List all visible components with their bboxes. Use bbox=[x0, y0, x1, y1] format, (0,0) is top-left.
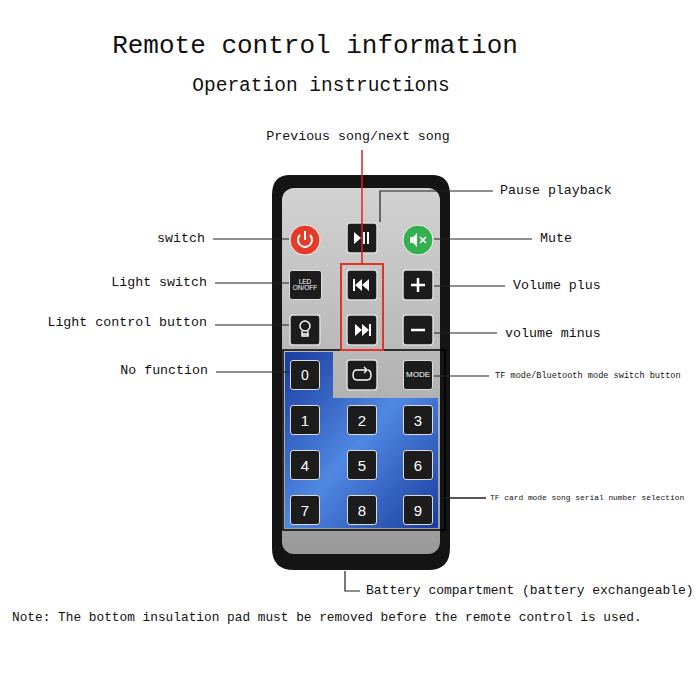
button-key: 1 bbox=[290, 405, 320, 435]
leader-line bbox=[434, 285, 505, 286]
leader-line bbox=[216, 371, 289, 372]
plus-icon bbox=[417, 278, 420, 292]
button-text: 8 bbox=[358, 503, 366, 518]
pause-icon bbox=[367, 232, 369, 244]
light-control-button bbox=[290, 315, 320, 345]
leader-line bbox=[445, 497, 486, 499]
leader-line bbox=[434, 332, 497, 333]
callout-label: Battery compartment (battery exchangeabl… bbox=[366, 583, 694, 599]
button-key: LED ON/OFF bbox=[289, 270, 322, 300]
callout-label: Pause playback bbox=[500, 183, 612, 199]
button-key: 9 bbox=[403, 495, 433, 525]
bulb-icon bbox=[302, 331, 308, 336]
minus-icon bbox=[411, 329, 425, 332]
button-key: 5 bbox=[347, 450, 377, 480]
leader-line bbox=[380, 191, 493, 222]
mute-icon bbox=[420, 237, 426, 243]
previous-icon bbox=[355, 279, 369, 291]
next-icon bbox=[355, 324, 369, 336]
button-text: 4 bbox=[301, 458, 309, 473]
button-key: 2 bbox=[347, 405, 377, 435]
button-key: 8 bbox=[347, 495, 377, 525]
number-pad-frame bbox=[283, 350, 445, 530]
leader-line bbox=[434, 375, 489, 376]
button-text: 3 bbox=[414, 413, 422, 428]
leader-line bbox=[361, 150, 363, 264]
callout-label: Previous song/next song bbox=[266, 129, 450, 145]
mute-icon bbox=[410, 233, 417, 247]
leader-line bbox=[215, 324, 289, 325]
button-text: 9 bbox=[414, 503, 422, 518]
button-text: 0 bbox=[301, 368, 309, 382]
bulb-icon bbox=[300, 321, 310, 331]
callout-label: TF card mode song serial number selectio… bbox=[490, 493, 684, 502]
power-icon bbox=[304, 231, 306, 240]
button-text: 5 bbox=[358, 458, 366, 473]
play-icon bbox=[354, 232, 361, 244]
button-text: 6 bbox=[414, 458, 422, 473]
button-key: 4 bbox=[290, 450, 320, 480]
highlight-frame bbox=[341, 264, 383, 350]
loop-icon bbox=[353, 370, 371, 380]
no-function-button bbox=[347, 360, 377, 390]
mute-button bbox=[403, 225, 433, 255]
callout-label: TF mode/Bluetooth mode switch button bbox=[495, 371, 681, 381]
subtitle: Operation instructions bbox=[192, 75, 449, 98]
volume-plus-button bbox=[403, 270, 433, 300]
button-text: LED ON/OFF bbox=[290, 279, 321, 292]
power-button bbox=[290, 225, 320, 255]
volume-minus-button bbox=[403, 315, 433, 345]
callout-label: volume minus bbox=[505, 326, 601, 342]
number-pad-highlight bbox=[285, 352, 438, 528]
button-key: MODE bbox=[403, 360, 433, 390]
title: Remote control information bbox=[112, 31, 518, 62]
callout-label: Light switch bbox=[111, 275, 207, 291]
button-text: MODE bbox=[406, 371, 430, 379]
button-text: 7 bbox=[301, 503, 309, 518]
loop-icon bbox=[364, 367, 367, 373]
pause-icon bbox=[363, 232, 365, 244]
callout-label: Mute bbox=[540, 231, 572, 247]
leader-line bbox=[345, 571, 360, 591]
button-key: 6 bbox=[403, 450, 433, 480]
remote-body bbox=[272, 175, 450, 570]
leader-line bbox=[215, 282, 289, 283]
button-key: 0 bbox=[290, 360, 320, 390]
callout-label: Volume plus bbox=[513, 278, 601, 294]
callout-label: No function bbox=[120, 363, 208, 379]
remote-face bbox=[282, 188, 440, 554]
button-text: 2 bbox=[358, 413, 366, 428]
callout-label: Light control button bbox=[47, 315, 207, 331]
next-button bbox=[347, 315, 377, 345]
previous-button bbox=[347, 270, 377, 300]
button-key: 7 bbox=[290, 495, 320, 525]
previous-icon bbox=[353, 279, 355, 291]
note: Note: The bottom insulation pad must be … bbox=[12, 610, 642, 625]
leader-line bbox=[213, 238, 289, 239]
next-icon bbox=[369, 324, 371, 336]
leader-line bbox=[434, 238, 532, 239]
button-text: 1 bbox=[301, 413, 309, 428]
button-key: 3 bbox=[403, 405, 433, 435]
callout-label: switch bbox=[157, 231, 205, 247]
